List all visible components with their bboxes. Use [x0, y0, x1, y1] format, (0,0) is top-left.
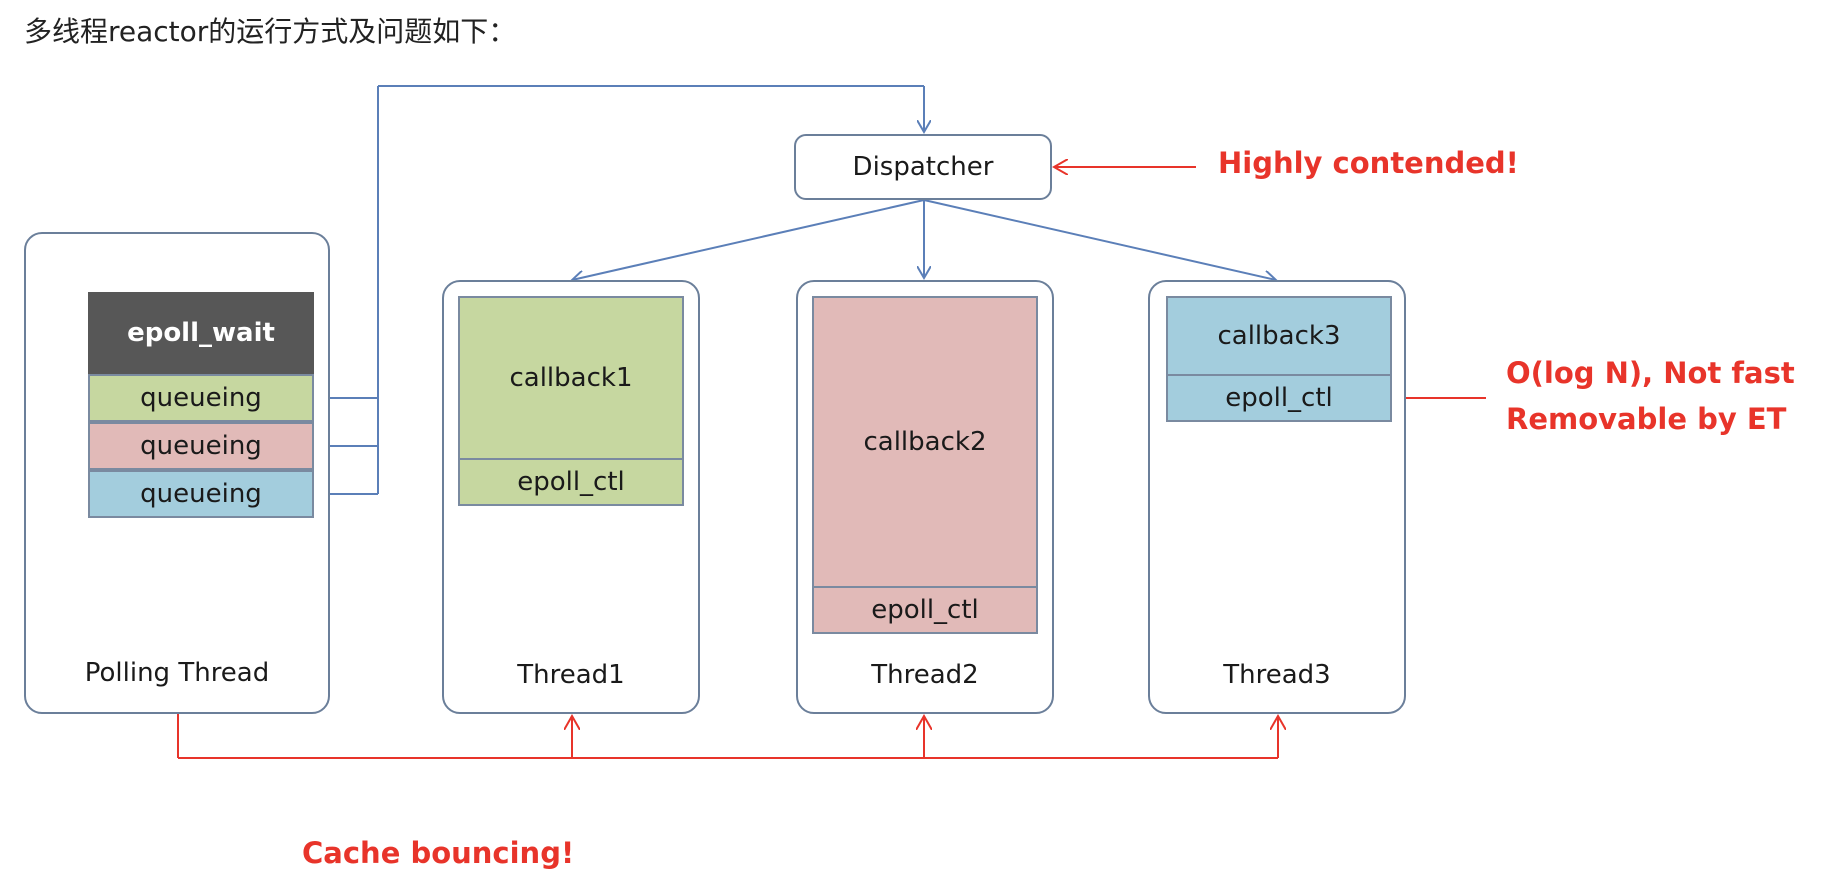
- queueing-blue: queueing: [88, 470, 314, 518]
- polling-thread-title: Polling Thread: [84, 658, 270, 688]
- cache-bouncing-annotation: Cache bouncing!: [302, 836, 575, 870]
- cache-bouncing-lines: [177, 710, 1278, 759]
- contended-annotation: Highly contended!: [1218, 146, 1519, 180]
- thread3-epoll-ctl: epoll_ctl: [1166, 374, 1392, 422]
- complexity-annotation-line1: O(log N), Not fast: [1506, 356, 1795, 390]
- epoll-wait-block: epoll_wait: [88, 292, 314, 374]
- thread2-title: Thread2: [871, 660, 979, 690]
- thread1-title: Thread1: [517, 660, 625, 690]
- thread3-callback: callback3: [1166, 296, 1392, 376]
- thread1-callback: callback1: [458, 296, 684, 460]
- complexity-annotation-line2: Removable by ET: [1506, 402, 1787, 436]
- queueing-green: queueing: [88, 374, 314, 422]
- thread3-title: Thread3: [1223, 660, 1331, 690]
- page-heading: 多线程reactor的运行方式及问题如下：: [24, 15, 517, 48]
- thread2-callback: callback2: [812, 296, 1038, 588]
- dispatcher-box: Dispatcher: [794, 134, 1052, 200]
- dispatcher-label: Dispatcher: [852, 152, 994, 182]
- thread1-epoll-ctl: epoll_ctl: [458, 458, 684, 506]
- dispatcher-to-thread-arrows: [572, 199, 1276, 280]
- queueing-pink: queueing: [88, 422, 314, 470]
- thread2-epoll-ctl: epoll_ctl: [812, 586, 1038, 634]
